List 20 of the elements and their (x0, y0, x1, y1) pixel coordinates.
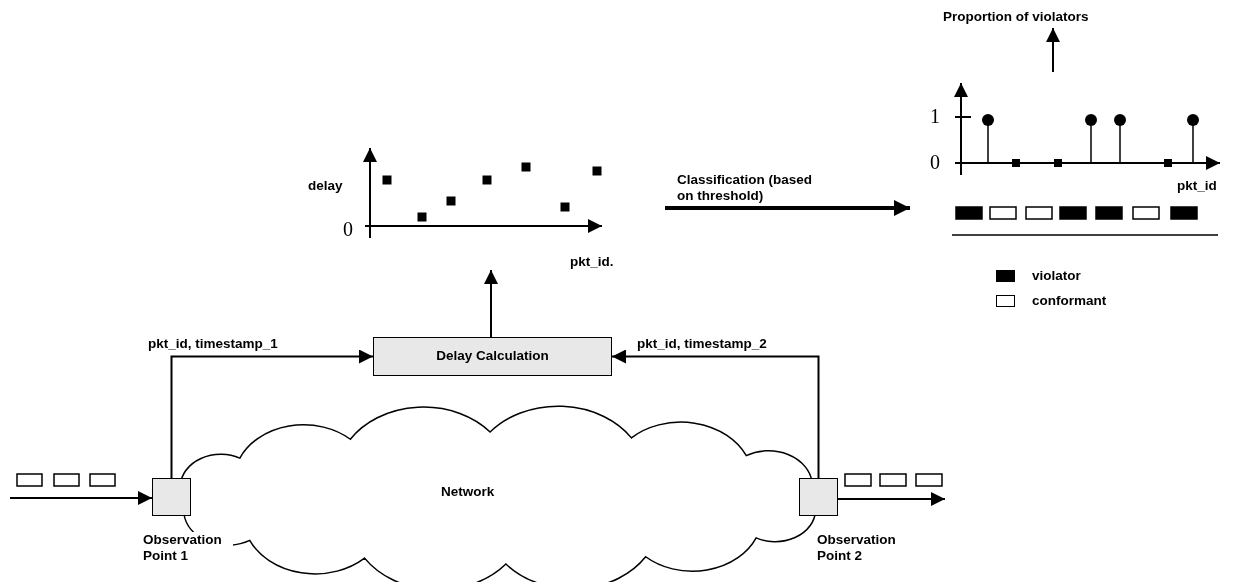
axis-label: delay (308, 178, 343, 194)
legend-label: conformant (1032, 293, 1107, 309)
node-label: Network (441, 484, 495, 500)
tick-label: 1 (930, 106, 940, 126)
axis-label: pkt_id. (570, 254, 614, 270)
edge-label: pkt_id, timestamp_2 (637, 336, 767, 352)
arrow (170, 349, 374, 479)
node-label: Proportion of violators (943, 9, 1089, 25)
arrow (837, 492, 946, 506)
tick-label: 0 (343, 219, 353, 239)
arrow (1046, 27, 1060, 73)
tick-label: 0 (930, 152, 940, 172)
axis-label: pkt_id (1177, 178, 1217, 194)
arrow (9, 491, 153, 505)
legend-label: violator (1032, 268, 1081, 284)
process-box (373, 337, 612, 376)
node-label: Delay Calculation (435, 348, 550, 364)
arrow (484, 269, 498, 338)
edge-label: pkt_id, timestamp_1 (148, 336, 278, 352)
arrow (665, 200, 910, 216)
